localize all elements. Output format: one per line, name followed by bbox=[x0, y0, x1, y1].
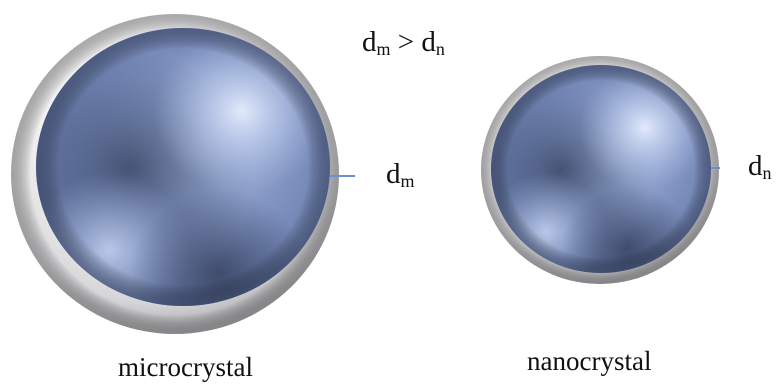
relation-left-symbol: d bbox=[362, 26, 377, 58]
nanocrystal-caption: nanocrystal bbox=[527, 346, 652, 376]
nanocrystal-thickness-label: dn bbox=[748, 150, 772, 184]
relation-right-sub: n bbox=[435, 39, 445, 60]
nanocrystal-particle bbox=[481, 56, 720, 284]
relation-operator: > bbox=[397, 26, 415, 58]
nanocrystal-thickness-symbol: d bbox=[748, 150, 763, 182]
microcrystal-thickness-label: dm bbox=[386, 158, 415, 192]
relation-left-sub: m bbox=[376, 39, 391, 60]
nanocrystal-core bbox=[491, 65, 711, 273]
nanocrystal-thickness-sub: n bbox=[762, 163, 772, 184]
relation-right-symbol: d bbox=[421, 26, 436, 58]
microcrystal-caption: microcrystal bbox=[118, 352, 253, 382]
microcrystal-thickness-sub: m bbox=[400, 171, 415, 192]
microcrystal-thickness-symbol: d bbox=[386, 158, 401, 190]
relation-label: dm > dn bbox=[362, 26, 445, 60]
microcrystal-particle bbox=[11, 14, 355, 334]
microcrystal-core bbox=[36, 28, 330, 306]
